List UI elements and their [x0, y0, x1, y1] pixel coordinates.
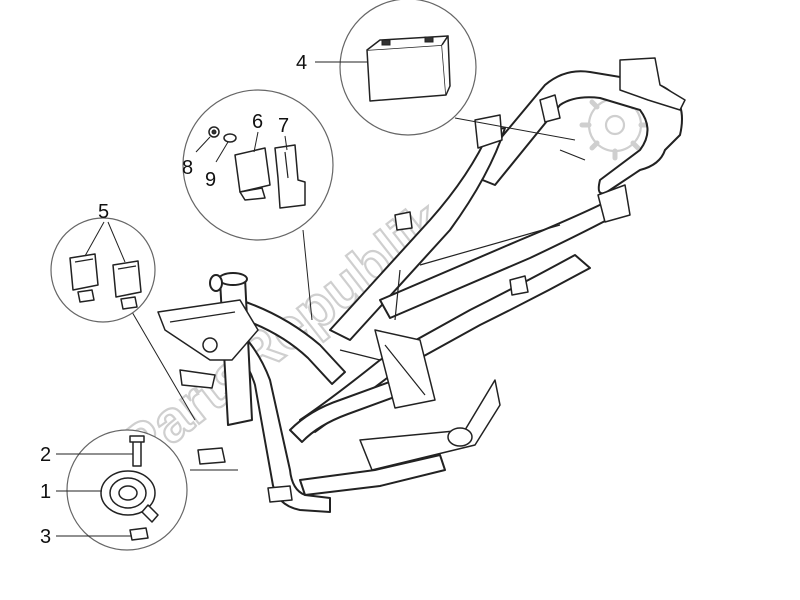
callout-9-label: 9	[205, 169, 216, 191]
relay-part-6	[234, 147, 271, 201]
callout-8-label: 8	[182, 157, 193, 179]
callout-5: 5	[84, 201, 126, 263]
callout-2: 2	[40, 444, 133, 466]
callout-8: 8	[182, 136, 211, 179]
callout-2-label: 2	[40, 444, 51, 466]
callout-3-label: 3	[40, 526, 51, 548]
callout-5-label: 5	[98, 201, 109, 223]
callout-7-label: 7	[278, 115, 289, 137]
detail-relays	[182, 89, 334, 321]
bracket-part-7	[274, 144, 306, 209]
scooter-frame	[157, 57, 686, 513]
callout-1: 1	[40, 481, 102, 503]
callout-6: 6	[252, 111, 263, 153]
callout-6-label: 6	[252, 111, 263, 133]
detail-circle-relay-pair	[50, 217, 156, 323]
callouts: 1 2 3 4 5 6 7 8	[40, 52, 368, 548]
relay-part-5b	[112, 260, 142, 310]
callout-7: 7	[278, 115, 289, 151]
detail-horn	[66, 429, 238, 551]
callout-3: 3	[40, 526, 132, 548]
screw-part-8	[208, 126, 220, 138]
detail-relay-pair	[50, 217, 196, 421]
callout-4: 4	[296, 52, 368, 74]
callout-9: 9	[205, 141, 229, 191]
callout-4-label: 4	[296, 52, 307, 74]
washer-part-9	[223, 133, 237, 143]
relay-part-5a	[69, 253, 99, 303]
nut-part-3	[129, 527, 149, 541]
horn-part-1	[100, 470, 159, 523]
bolt-part-2	[129, 435, 145, 467]
battery-part	[366, 35, 451, 102]
callout-1-label: 1	[40, 481, 51, 503]
detail-battery	[339, 0, 576, 141]
